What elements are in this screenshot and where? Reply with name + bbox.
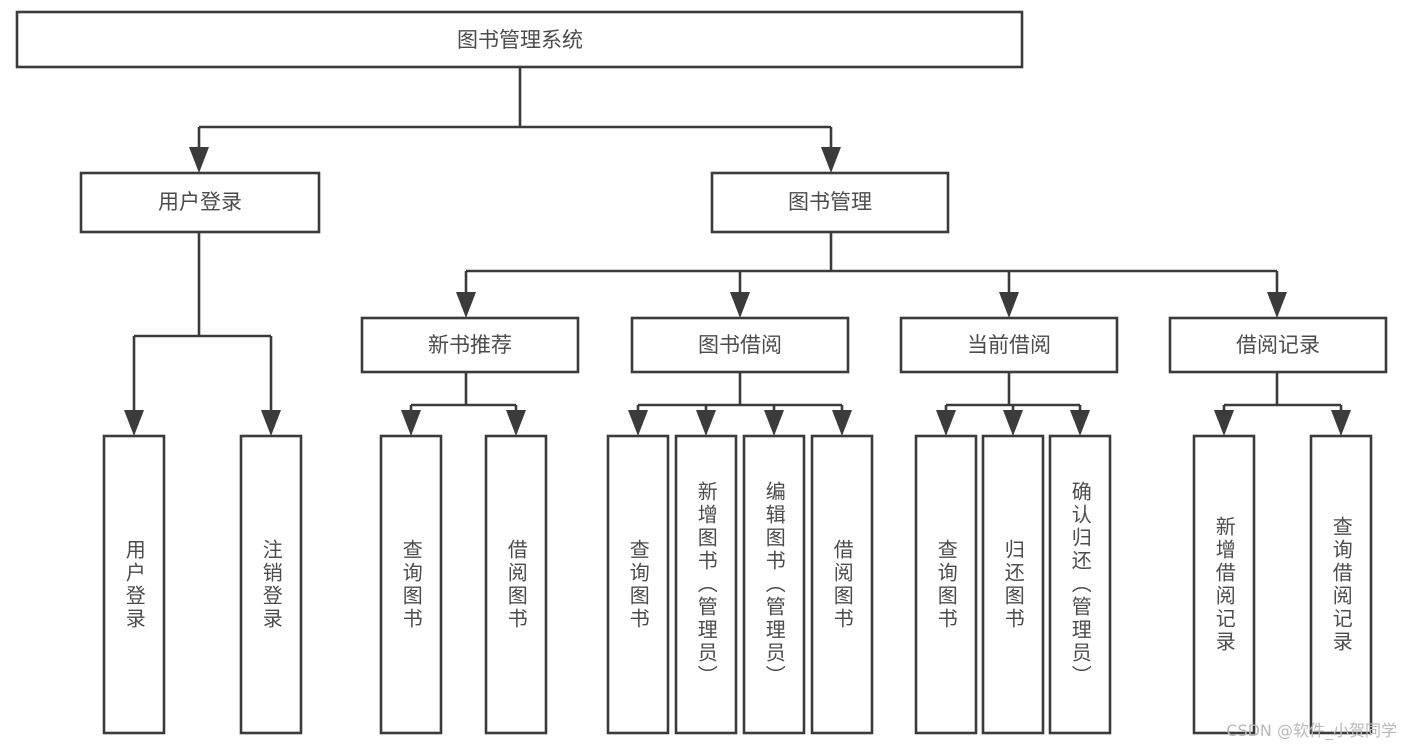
watermark: CSDN @软件_小贺同学 xyxy=(1226,721,1397,740)
node-leaf-return-book-box[interactable] xyxy=(981,434,1045,735)
connectors-root-to-level2 xyxy=(189,67,841,173)
node-leaf-query-book-1-box[interactable] xyxy=(379,434,443,735)
node-leaf-user-logout-box[interactable] xyxy=(239,434,303,735)
node-book-borrow-label: 图书借阅 xyxy=(698,333,782,357)
node-current-borrow-box[interactable] xyxy=(899,316,1119,374)
connectors-current-borrow-to-leaves xyxy=(936,372,1090,436)
node-borrow-record-label: 借阅记录 xyxy=(1236,333,1320,357)
node-user-login-label: 用户登录 xyxy=(158,190,242,214)
connectors-borrow-record-to-leaves xyxy=(1214,372,1351,436)
connectors-user-login-to-leaves xyxy=(124,232,281,436)
arrowhead-leaf-edit-book xyxy=(764,410,784,436)
node-leaf-edit-book-box[interactable] xyxy=(742,434,806,735)
node-leaf-borrow-book-1-box[interactable] xyxy=(484,434,548,735)
arrowhead-leaf-query-record xyxy=(1331,410,1351,436)
arrowhead-borrow-record xyxy=(1267,292,1287,318)
arrowhead-leaf-confirm-return xyxy=(1070,410,1090,436)
node-leaf-add-book-box[interactable] xyxy=(674,434,738,735)
node-current-borrow-label: 当前借阅 xyxy=(967,333,1051,357)
node-leaf-borrow-book-2-box[interactable] xyxy=(810,434,874,735)
node-book-borrow[interactable]: 图书借阅 xyxy=(630,316,850,374)
arrowhead-book-borrow xyxy=(730,292,750,318)
node-leaf-query-book-2-box[interactable] xyxy=(606,434,670,735)
node-book-manage[interactable]: 图书管理 xyxy=(710,171,950,234)
node-leaf-confirm-return-box[interactable] xyxy=(1048,434,1112,735)
node-book-borrow-box[interactable] xyxy=(630,316,850,374)
node-new-book-recommend[interactable]: 新书推荐 xyxy=(360,316,580,374)
node-root-label: 图书管理系统 xyxy=(457,28,583,52)
connectors-new-book-to-leaves xyxy=(401,372,526,436)
node-user-login-box[interactable] xyxy=(79,171,321,234)
arrowhead-book-manage xyxy=(821,147,841,173)
arrowhead-leaf-user-login xyxy=(124,410,144,436)
connectors-book-borrow-to-leaves xyxy=(628,372,852,436)
arrowhead-user-login xyxy=(189,147,209,173)
arrowhead-leaf-query-book-2 xyxy=(628,410,648,436)
arrowhead-leaf-return-book xyxy=(1003,410,1023,436)
arrowhead-current-borrow xyxy=(999,292,1019,318)
node-current-borrow[interactable]: 当前借阅 xyxy=(899,316,1119,374)
node-root[interactable]: 图书管理系统 xyxy=(15,10,1024,69)
arrowhead-leaf-query-book-1 xyxy=(401,410,421,436)
node-new-book-recommend-box[interactable] xyxy=(360,316,580,374)
arrowhead-leaf-user-logout xyxy=(261,410,281,436)
arrowhead-leaf-query-book-3 xyxy=(936,410,956,436)
node-leaf-query-record-box[interactable] xyxy=(1309,434,1373,735)
arrowhead-leaf-borrow-book-2 xyxy=(832,410,852,436)
arrowhead-leaf-add-book xyxy=(696,410,716,436)
connectors-book-manage-to-level3 xyxy=(456,232,1287,318)
node-borrow-record[interactable]: 借阅记录 xyxy=(1168,316,1388,374)
arrowhead-leaf-add-record xyxy=(1214,410,1234,436)
node-user-login[interactable]: 用户登录 xyxy=(79,171,321,234)
node-leaf-user-login-box[interactable] xyxy=(102,434,166,735)
node-new-book-recommend-label: 新书推荐 xyxy=(428,333,512,357)
node-leaf-add-record-box[interactable] xyxy=(1192,434,1256,735)
node-book-manage-box[interactable] xyxy=(710,171,950,234)
node-borrow-record-box[interactable] xyxy=(1168,316,1388,374)
leaf-boxes xyxy=(102,434,1373,735)
node-root-box[interactable] xyxy=(15,10,1024,69)
arrowhead-leaf-borrow-book-1 xyxy=(506,410,526,436)
node-leaf-query-book-3-box[interactable] xyxy=(914,434,978,735)
node-book-manage-label: 图书管理 xyxy=(788,190,872,214)
arrowhead-new-book-recommend xyxy=(456,292,476,318)
